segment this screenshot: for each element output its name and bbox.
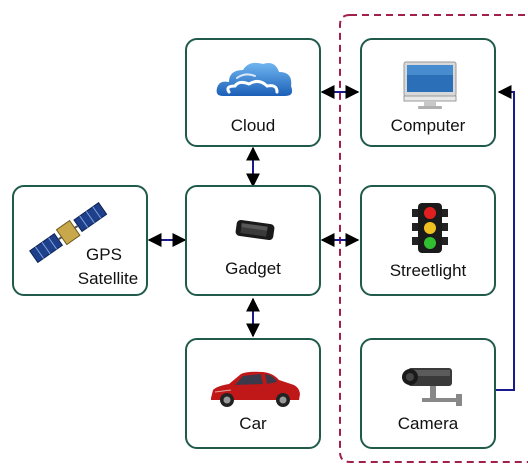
satellite-icon — [29, 202, 108, 264]
cloud-icon — [216, 62, 293, 96]
car-icon — [211, 371, 300, 407]
computer-node[interactable]: Computer — [360, 38, 496, 147]
security-camera-icon — [402, 368, 462, 406]
streetlight-node[interactable]: Streetlight — [360, 185, 496, 296]
gadget-label: Gadget — [225, 259, 281, 278]
traffic-light-icon — [412, 203, 448, 253]
streetlight-label: Streetlight — [389, 261, 467, 280]
car-label: Car — [239, 414, 267, 433]
gadget-node[interactable]: Gadget — [185, 185, 321, 296]
gps-satellite-node[interactable]: GPS Satellite — [12, 185, 148, 296]
device-group-boundary — [339, 14, 528, 463]
computer-label: Computer — [390, 116, 466, 135]
computer-icon — [403, 61, 457, 109]
gps-label-line2: Satellite — [77, 269, 139, 288]
camera-node[interactable]: Camera — [360, 338, 496, 449]
car-node[interactable]: Car — [185, 338, 321, 449]
cloud-label: Cloud — [230, 116, 276, 135]
camera-computer-connector — [496, 85, 515, 391]
camera-label: Camera — [397, 414, 459, 433]
gps-label-line1: GPS — [86, 245, 122, 264]
cloud-node[interactable]: Cloud — [185, 38, 321, 147]
smartphone-icon — [235, 219, 275, 241]
